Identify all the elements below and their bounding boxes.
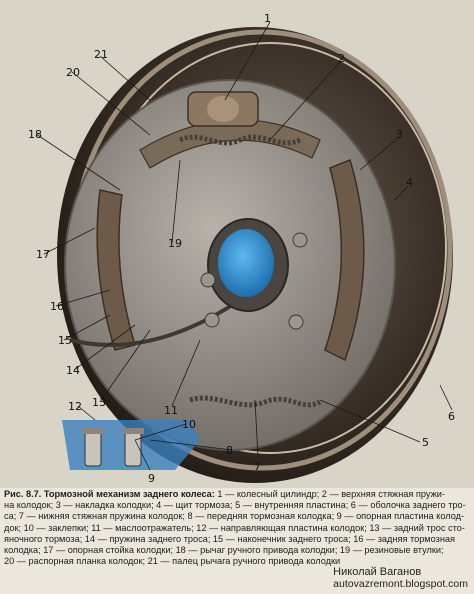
callout-labels: 1 2 3 4 5 6 7 8 9 10 11 12 13 14 15 16 1… <box>28 12 455 485</box>
brake-shoes <box>96 119 365 362</box>
callout-19: 19 <box>168 237 182 250</box>
callout-1: 1 <box>264 12 271 25</box>
callout-5: 5 <box>422 436 429 449</box>
callout-3: 3 <box>396 128 403 141</box>
caption-line-6: колодка; 17 — опорная стойка колодки; 18… <box>4 544 444 555</box>
callout-21: 21 <box>94 48 108 61</box>
caption-line-7: 20 — распорная планка колодок; 21 — пале… <box>4 556 341 567</box>
callout-16: 16 <box>50 300 64 313</box>
handbrake-cable <box>69 298 242 347</box>
callout-4: 4 <box>406 176 413 189</box>
lower-spring <box>189 395 322 408</box>
caption-line-2: на колодок; 3 — накладка колодки; 4 — щи… <box>4 500 466 511</box>
caption-line-5: яночного тормоза; 14 — пружина заднего т… <box>4 533 456 544</box>
callout-17: 17 <box>36 248 50 261</box>
wheel-cylinder <box>187 91 259 127</box>
attribution: Николай Ваганов autovazremont.blogspot.c… <box>333 566 468 590</box>
brake-illustration: 1 2 3 4 5 6 7 8 9 10 11 12 13 14 15 16 1… <box>28 12 455 485</box>
brake-mechanism-figure: 1 2 3 4 5 6 7 8 9 10 11 12 13 14 15 16 1… <box>0 0 474 488</box>
figure-caption: Рис. 8.7. Тормозной механизм заднего кол… <box>4 489 470 593</box>
caption-text-1: 1 — колесный цилиндр; 2 — верхняя стяжна… <box>214 489 445 499</box>
blog-url: autovazremont.blogspot.com <box>333 578 468 590</box>
callout-7: 7 <box>254 460 261 473</box>
callout-15: 15 <box>58 334 72 347</box>
caption-line-4: док; 10 — заклепки; 11 — маслоотражатель… <box>4 522 465 533</box>
callout-10: 10 <box>182 418 196 431</box>
author-name: Николай Ваганов <box>333 566 422 578</box>
caption-line-1: Рис. 8.7. Тормозной механизм заднего кол… <box>4 489 470 500</box>
callout-2: 2 <box>338 52 345 65</box>
callout-18: 18 <box>28 128 42 141</box>
callout-9: 9 <box>148 472 155 485</box>
callout-8: 8 <box>226 444 233 457</box>
rivet-inset <box>62 420 200 470</box>
callout-11: 11 <box>164 404 178 417</box>
hub <box>200 218 308 330</box>
caption-title: Рис. 8.7. Тормозной механизм заднего кол… <box>4 489 215 499</box>
leader-lines <box>35 21 453 471</box>
callout-12: 12 <box>68 400 82 413</box>
callout-20: 20 <box>66 66 80 79</box>
callout-13: 13 <box>92 396 106 409</box>
caption-line-3: са; 7 — нижняя стяжная пружина колодок; … <box>4 511 465 522</box>
upper-spring <box>178 134 302 146</box>
callout-14: 14 <box>66 364 80 377</box>
callout-6: 6 <box>448 410 455 423</box>
